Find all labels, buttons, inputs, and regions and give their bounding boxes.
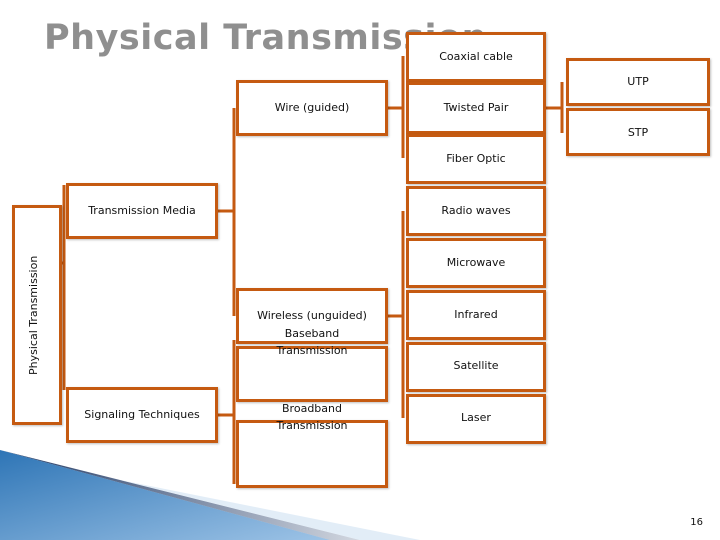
coaxial-cable-box	[406, 32, 546, 82]
fiber-optic-label: Fiber Optic	[446, 152, 506, 165]
stp-box	[566, 108, 710, 156]
utp-box	[566, 58, 710, 106]
signaling-techniques-box	[66, 387, 218, 443]
twisted-pair-box	[406, 82, 546, 134]
radio-waves-box	[406, 186, 546, 236]
wireless-unguided-box	[236, 288, 388, 344]
broadband-transmission-box	[236, 420, 388, 488]
laser-box	[406, 394, 546, 444]
infrared-box	[406, 290, 546, 340]
page-number: 16	[690, 517, 703, 528]
coaxial-cable-label: Coaxial cable	[439, 50, 513, 63]
wire-guided-box	[236, 80, 388, 136]
satellite-label: Satellite	[453, 359, 499, 372]
transmission-media-box	[66, 183, 218, 239]
radio-waves-label: Radio waves	[441, 204, 511, 217]
transmission-media-label: Transmission Media	[88, 204, 196, 217]
stp-label: STP	[627, 126, 649, 139]
decorative-wedge	[0, 450, 420, 540]
utp-label: UTP	[627, 75, 649, 88]
satellite-box	[406, 342, 546, 392]
broadband-transmission-label: Broadband Transmission	[276, 402, 348, 432]
root-label: Physical Transmission	[27, 255, 40, 375]
fiber-optic-box	[406, 134, 546, 184]
infrared-label: Infrared	[454, 308, 498, 321]
root-box	[12, 205, 62, 425]
microwave-label: Microwave	[446, 256, 506, 269]
signaling-techniques-label: Signaling Techniques	[84, 408, 200, 421]
wire-guided-label: Wire (guided)	[274, 101, 350, 114]
baseband-transmission-label: Baseband Transmission	[276, 327, 348, 357]
laser-label: Laser	[461, 411, 491, 424]
baseband-transmission-box	[236, 346, 388, 402]
microwave-box	[406, 238, 546, 288]
twisted-pair-label: Twisted Pair	[443, 101, 509, 114]
wireless-unguided-label: Wireless (unguided)	[257, 309, 367, 322]
